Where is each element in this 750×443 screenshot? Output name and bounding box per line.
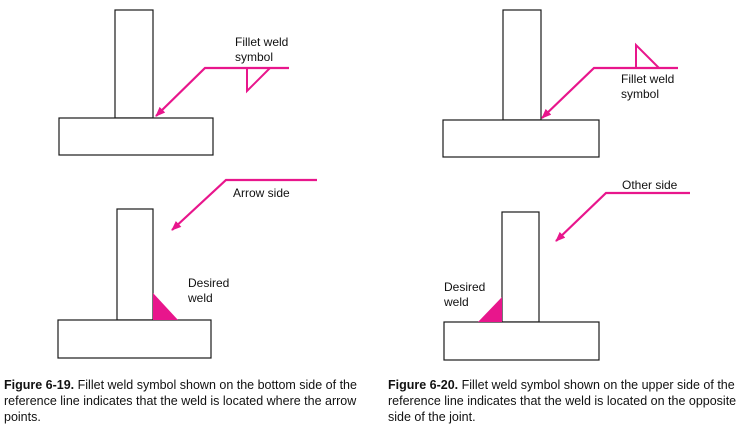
label-desired: Desired <box>188 276 229 290</box>
flange-plate <box>443 321 600 361</box>
web-plate <box>501 211 540 323</box>
label-weld: weld <box>187 291 213 305</box>
label-arrow-side: Arrow side <box>233 186 290 200</box>
label-desired: Desired <box>444 280 485 294</box>
label-fillet-weld: Fillet weld <box>621 72 674 86</box>
web-plate <box>116 208 154 321</box>
desired-weld-fill <box>478 297 502 322</box>
flange-plate <box>442 119 600 158</box>
caption-text: Fillet weld symbol shown on the bottom s… <box>4 378 357 424</box>
diagram-top-left: Fillet weld symbol <box>58 9 289 156</box>
flange-plate <box>58 117 214 156</box>
fillet-weld-symbol <box>246 67 271 94</box>
arrow-side-leader <box>171 178 317 231</box>
diagram-bottom-left: Arrow side Desired weld <box>57 178 317 359</box>
label-weld: weld <box>443 295 469 309</box>
label-fillet-weld: Fillet weld <box>235 35 288 49</box>
diagram-bottom-right: Other side Desired weld <box>443 178 690 361</box>
figure-number: Figure 6-19. <box>4 378 75 392</box>
figure-caption-6-20: Figure 6-20. Fillet weld symbol shown on… <box>388 377 748 425</box>
caption-text: Fillet weld symbol shown on the upper si… <box>388 378 737 424</box>
reference-line <box>155 66 289 117</box>
label-symbol: symbol <box>235 50 273 64</box>
desired-weld-fill <box>153 293 178 320</box>
flange-plate <box>57 319 212 359</box>
web-plate <box>502 9 542 121</box>
label-other-side: Other side <box>622 178 678 192</box>
figure-number: Figure 6-20. <box>388 378 459 392</box>
other-side-leader <box>555 191 690 242</box>
reference-line <box>541 66 678 119</box>
web-plate <box>114 9 154 119</box>
fillet-weld-symbol <box>635 42 660 69</box>
label-symbol: symbol <box>621 87 659 101</box>
figure-caption-6-19: Figure 6-19. Fillet weld symbol shown on… <box>4 377 364 425</box>
diagram-top-right: Fillet weld symbol <box>442 9 678 158</box>
